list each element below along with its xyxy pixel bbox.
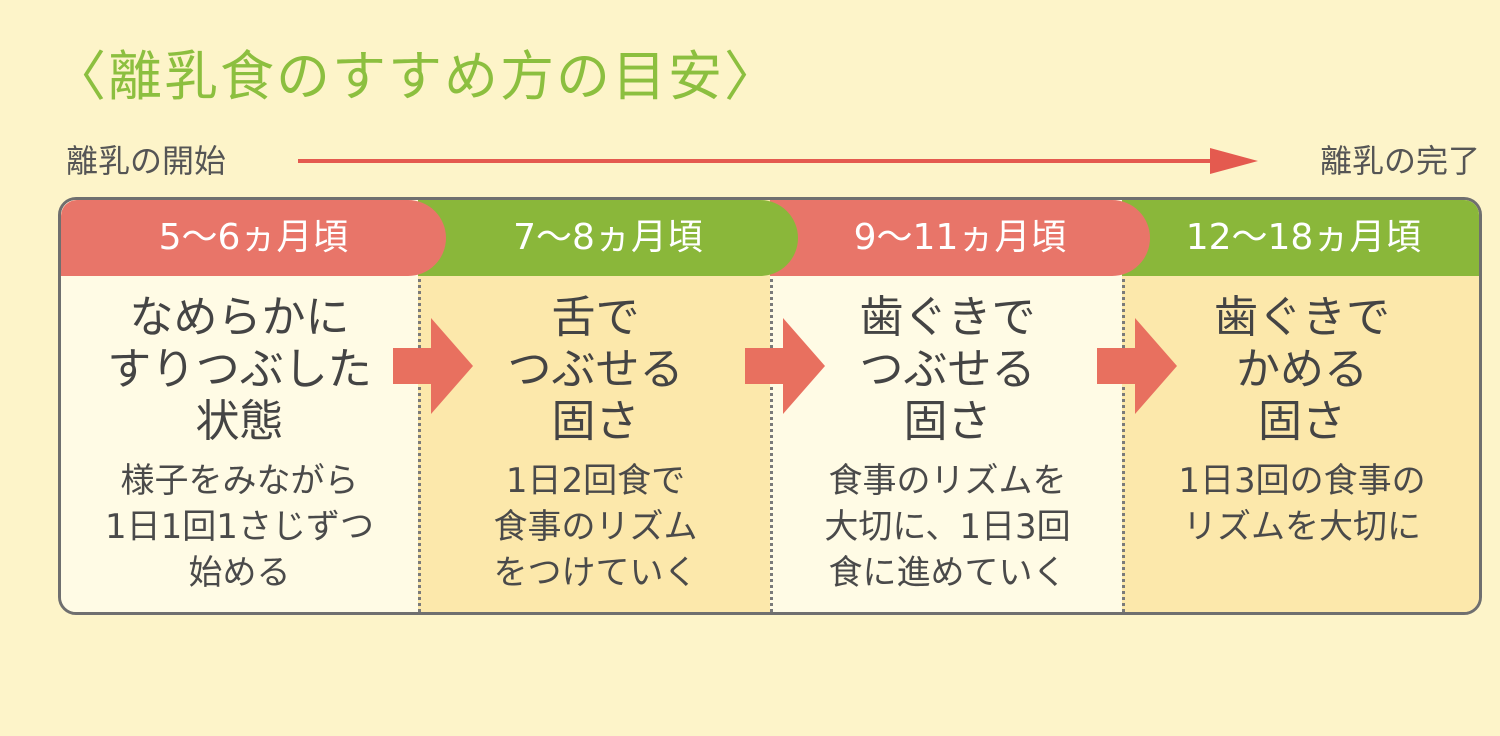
stage-note-3: 食事のリズムを 大切に、1日3回 食に進めていく	[773, 458, 1122, 596]
stage-content-1: なめらかに すりつぶした 状態 様子をみながら 1日1回1さじずつ 始める	[61, 200, 418, 612]
stage-content-2: 舌で つぶせる 固さ 1日2回食で 食事のリズム をつけていく	[421, 200, 770, 612]
stage-texture-4: 歯ぐきで かめる 固さ	[1125, 292, 1479, 448]
stage-header-3: 9～11ヵ月頃	[770, 200, 1150, 276]
texture-line: 固さ	[551, 396, 640, 447]
note-line: 始める	[188, 553, 291, 593]
texture-line: 舌で	[551, 292, 640, 343]
note-line: リズムを大切に	[1183, 507, 1421, 547]
note-line: 食事のリズムを	[828, 461, 1067, 501]
stage-note-4: 1日3回の食事の リズムを大切に	[1125, 458, 1479, 550]
note-line: 様子をみながら	[120, 461, 359, 501]
note-line: 1日1回1さじずつ	[105, 507, 374, 547]
texture-line: かめる	[1236, 344, 1368, 395]
stage-header-2: 7～8ヵ月頃	[418, 200, 798, 276]
texture-line: すりつぶした	[107, 344, 372, 395]
texture-line: 歯ぐきで	[859, 292, 1036, 343]
note-line: 1日2回食で	[505, 461, 686, 501]
texture-line: 固さ	[903, 396, 992, 447]
stage-note-1: 様子をみながら 1日1回1さじずつ 始める	[61, 458, 418, 596]
note-line: をつけていく	[493, 553, 698, 593]
stage-texture-3: 歯ぐきで つぶせる 固さ	[773, 292, 1122, 448]
note-line: 食事のリズム	[493, 507, 698, 547]
timeline-arrow-icon	[298, 148, 1258, 174]
stage-header-4: 12～18ヵ月頃	[1122, 200, 1479, 276]
stage-arrow-icon	[1097, 318, 1177, 414]
stages-panel: 12～18ヵ月頃 9～11ヵ月頃 7～8ヵ月頃 5～6ヵ月頃 なめらかに すりつ…	[58, 197, 1482, 615]
texture-line: つぶせる	[859, 344, 1036, 395]
stage-arrow-icon	[393, 318, 473, 414]
texture-line: つぶせる	[507, 344, 684, 395]
page-title: 〈離乳食のすすめ方の目安〉	[52, 45, 780, 108]
stage-arrow-icon	[745, 318, 825, 414]
timeline-start-label: 離乳の開始	[66, 142, 227, 180]
texture-line: 固さ	[1258, 396, 1346, 447]
weaning-timeline: 離乳の開始 離乳の完了	[66, 138, 1480, 184]
stage-content-3: 歯ぐきで つぶせる 固さ 食事のリズムを 大切に、1日3回 食に進めていく	[773, 200, 1122, 612]
note-line: 食に進めていく	[828, 553, 1067, 593]
texture-line: なめらかに	[129, 292, 350, 343]
note-line: 1日3回の食事の	[1178, 461, 1426, 501]
stage-content-4: 歯ぐきで かめる 固さ 1日3回の食事の リズムを大切に	[1125, 200, 1479, 612]
stage-texture-1: なめらかに すりつぶした 状態	[61, 292, 418, 448]
stage-header-1: 5～6ヵ月頃	[61, 200, 446, 276]
note-line: 大切に、1日3回	[824, 507, 1071, 547]
texture-line: 状態	[195, 396, 284, 447]
timeline-end-label: 離乳の完了	[1319, 142, 1480, 180]
stage-texture-2: 舌で つぶせる 固さ	[421, 292, 770, 448]
texture-line: 歯ぐきで	[1214, 292, 1390, 343]
stage-note-2: 1日2回食で 食事のリズム をつけていく	[421, 458, 770, 596]
